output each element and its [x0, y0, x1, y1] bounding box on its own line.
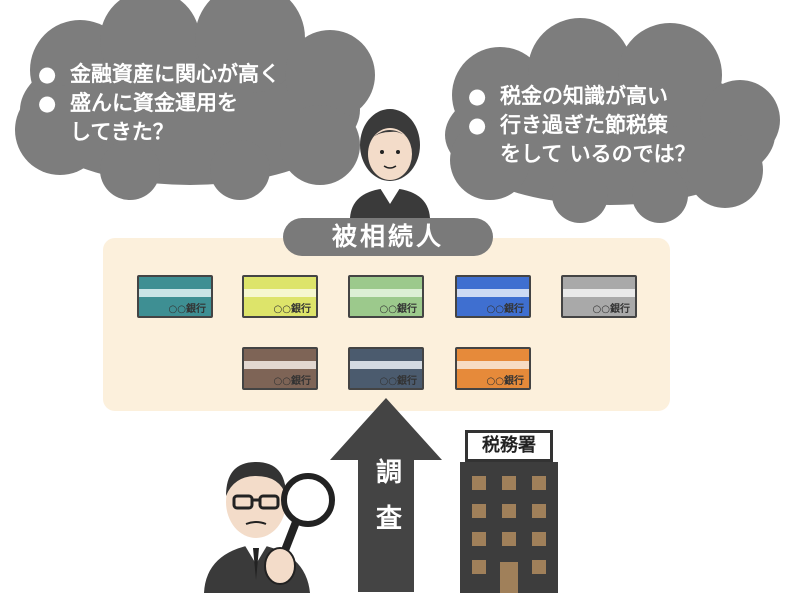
bank-card-label: ○○銀行 — [379, 376, 417, 387]
card-stripe — [139, 289, 211, 297]
bank-card: ○○銀行 — [348, 275, 424, 318]
bank-card: ○○銀行 — [137, 275, 213, 318]
tax-office-label: 税務署 — [465, 430, 553, 462]
bank-card: ○○銀行 — [242, 275, 318, 318]
bullet: ● — [468, 113, 487, 137]
investigator-magnifier-icon — [204, 462, 335, 593]
deceased-label: 被相続人 — [283, 218, 493, 256]
bank-card-label: ○○銀行 — [486, 376, 524, 387]
office-building-icon — [460, 462, 558, 593]
bank-card: ○○銀行 — [455, 275, 531, 318]
bank-card-label: ○○銀行 — [273, 304, 311, 315]
bullet: ● — [468, 84, 487, 108]
card-stripe — [350, 361, 422, 369]
card-stripe — [244, 361, 316, 369]
woman-avatar-icon — [350, 109, 430, 218]
card-stripe — [457, 361, 529, 369]
cloud-left-line-3: してきた？ — [70, 120, 174, 144]
cloud-right-line-3: をして いるのでは？ — [500, 142, 696, 166]
bank-card: ○○銀行 — [561, 275, 637, 318]
arrow-char-2: 査 — [375, 504, 402, 534]
card-stripe — [563, 289, 635, 297]
cloud-left-text: ● 金融資産に関心が高く ● 盛んに資金運用を してきた？ — [38, 60, 280, 147]
investigation-arrow — [330, 398, 442, 592]
bank-card: ○○銀行 — [348, 347, 424, 390]
cloud-left-line-1: 金融資産に関心が高く — [70, 62, 280, 86]
bank-card-label: ○○銀行 — [592, 304, 630, 315]
arrow-text: 調 査 — [374, 450, 404, 542]
arrow-char-1: 調 — [375, 458, 402, 488]
bank-card-label: ○○銀行 — [379, 304, 417, 315]
bank-card: ○○銀行 — [242, 347, 318, 390]
card-stripe — [457, 289, 529, 297]
bank-card-label: ○○銀行 — [273, 376, 311, 387]
card-stripe — [244, 289, 316, 297]
cloud-left-line-2: 盛んに資金運用を — [70, 91, 238, 115]
cloud-right-line-2: 行き過ぎた節税策 — [500, 113, 668, 137]
cloud-right-text: ● 税金の知識が高い ● 行き過ぎた節税策 をして いるのでは？ — [468, 82, 696, 169]
bank-card-label: ○○銀行 — [168, 304, 206, 315]
card-stripe — [350, 289, 422, 297]
bank-card-label: ○○銀行 — [486, 304, 524, 315]
bank-card: ○○銀行 — [455, 347, 531, 390]
bullet: ● — [38, 91, 57, 115]
cloud-right-line-1: 税金の知識が高い — [500, 84, 668, 108]
bullet: ● — [38, 62, 57, 86]
